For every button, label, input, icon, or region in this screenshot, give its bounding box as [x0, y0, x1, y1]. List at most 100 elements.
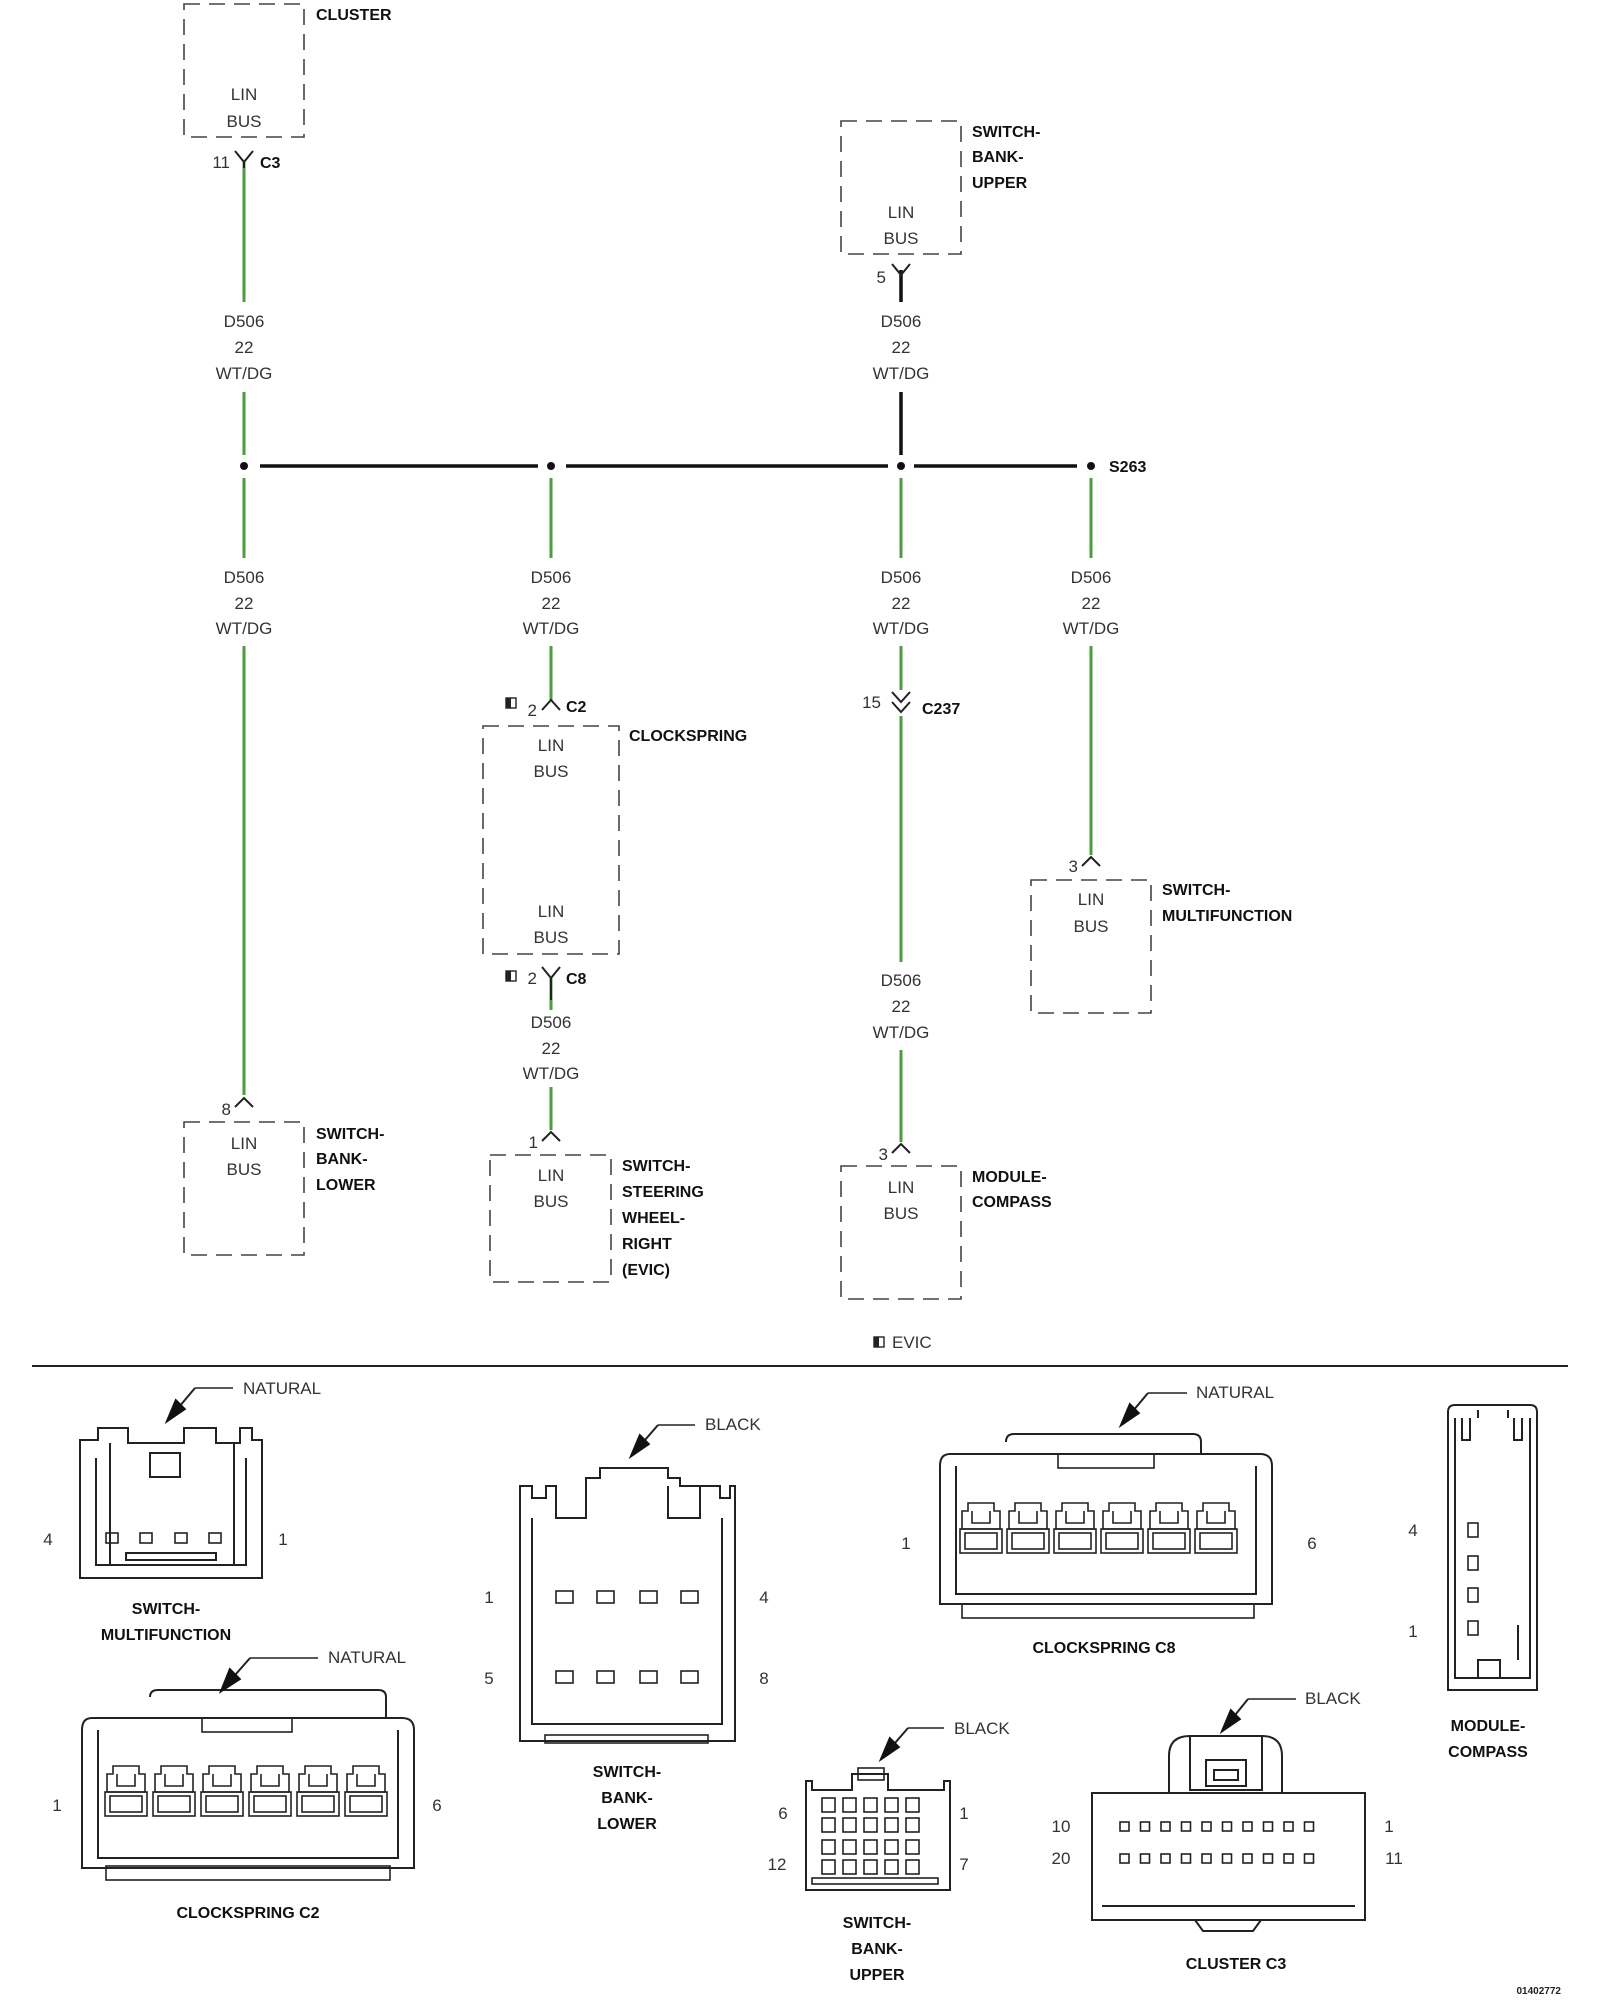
wire-color: WT/DG — [873, 1023, 930, 1042]
wire-labels: D506 22 WT/DG D506 22 WT/DG D506 22 WT/D… — [216, 312, 1120, 1083]
cl-c3-pin — [1160, 1853, 1171, 1864]
smf-lin: LIN — [1078, 890, 1104, 909]
ssw-label-3: WHEEL- — [622, 1210, 685, 1227]
smf-pin: 3 — [1069, 857, 1078, 876]
cl-c3-view-color: BLACK — [1305, 1689, 1361, 1708]
cl-c3-view-p11: 11 — [1385, 1849, 1403, 1868]
cl-c3-pin — [1201, 1821, 1212, 1832]
sbu-view-title-2: BANK- — [851, 1941, 903, 1958]
smf-view-pin-right: 1 — [278, 1530, 287, 1549]
wire-circuit: D506 — [1071, 568, 1112, 587]
wire-circuit: D506 — [224, 568, 265, 587]
cl-c3-pin — [1119, 1853, 1130, 1864]
cavity — [959, 1502, 1003, 1554]
ssw-pin: 1 — [529, 1133, 538, 1152]
mc-view-p1: 1 — [1408, 1622, 1417, 1641]
wire-circuit: D506 — [881, 312, 922, 331]
c8-pin: 2 — [528, 969, 537, 988]
cavity — [344, 1765, 388, 1817]
cavity — [296, 1765, 340, 1817]
connector-symbols: 11 C3 5 2 C2 2 C8 15 C237 3 8 1 3 — [212, 150, 1101, 1164]
wire-gauge: 22 — [892, 594, 911, 613]
view-switch-multifunction: NATURAL 4 1 SWITCH- MULTIFUNCTION — [43, 1379, 321, 1644]
cavity — [1006, 1502, 1050, 1554]
c237-label: C237 — [922, 701, 960, 718]
cs-c2-view-color: NATURAL — [328, 1648, 406, 1667]
cl-c3-pin — [1303, 1821, 1315, 1832]
sbl-view-p8: 8 — [759, 1669, 768, 1688]
cl-c3-pin — [1221, 1853, 1233, 1864]
cl-c3-view-p20: 20 — [1052, 1849, 1071, 1868]
cavity — [1147, 1502, 1191, 1554]
wire-color: WT/DG — [873, 364, 930, 383]
cl-c3-pin — [1180, 1853, 1192, 1864]
cs-c2-view-pin-right: 6 — [432, 1796, 441, 1815]
cavity — [152, 1765, 196, 1817]
cluster-label: CLUSTER — [316, 7, 392, 24]
cs-lin-1: LIN — [538, 736, 564, 755]
sbu-view-p12: 12 — [768, 1855, 787, 1874]
wire-circuit: D506 — [881, 568, 922, 587]
cavity — [1194, 1502, 1238, 1554]
wire-circuit: D506 — [531, 1013, 572, 1032]
wire-color: WT/DG — [873, 619, 930, 638]
sbl-bus: BUS — [227, 1160, 262, 1179]
cs-bus-2: BUS — [534, 928, 569, 947]
ssw-lin: LIN — [538, 1166, 564, 1185]
wire-gauge: 22 — [542, 594, 561, 613]
cl-c3-view-p1: 1 — [1384, 1817, 1393, 1836]
mc-view-title-2: COMPASS — [1448, 1744, 1528, 1761]
ssw-bus: BUS — [534, 1192, 569, 1211]
cs-c8-view-title: CLOCKSPRING C8 — [1032, 1640, 1175, 1657]
wire-gauge: 22 — [892, 997, 911, 1016]
cluster-bus: BUS — [227, 112, 262, 131]
view-switch-bank-upper: BLACK 6 1 12 7 SWITCH- BANK- UPPER — [768, 1719, 1011, 1984]
ssw-label-2: STEERING — [622, 1184, 704, 1201]
ssw-label-4: RIGHT — [622, 1236, 672, 1253]
view-clockspring-c2: NATURAL 1 6 CLOCKSPRING C2 — [52, 1648, 441, 1922]
cl-c3-pin — [1262, 1821, 1274, 1832]
clockspring-component: CLOCKSPRING LIN BUS LIN BUS — [482, 725, 747, 955]
cluster-component: CLUSTER LIN BUS — [183, 3, 392, 138]
cluster-lin: LIN — [231, 85, 257, 104]
sbu-view-color: BLACK — [954, 1719, 1010, 1738]
sbu-view-p1: 1 — [959, 1804, 968, 1823]
sbu-pin: 5 — [877, 268, 886, 287]
smf-label-2: MULTIFUNCTION — [1162, 908, 1292, 925]
wire-gauge: 22 — [235, 338, 254, 357]
cs-c8-view-pin-left: 1 — [901, 1534, 910, 1553]
cs-c8-view-color: NATURAL — [1196, 1383, 1274, 1402]
cl-c3-pin — [1283, 1821, 1294, 1832]
sbl-view-title-3: LOWER — [597, 1816, 657, 1833]
view-clockspring-c8: NATURAL 1 6 CLOCKSPRING C8 — [901, 1383, 1316, 1657]
sbu-view-title-3: UPPER — [849, 1967, 905, 1984]
cs-bus-1: BUS — [534, 762, 569, 781]
sbl-label-3: LOWER — [316, 1177, 376, 1194]
cs-c2-view-pin-left: 1 — [52, 1796, 61, 1815]
sbl-lin: LIN — [231, 1134, 257, 1153]
wire-circuit: D506 — [224, 312, 265, 331]
wires — [240, 162, 1095, 1142]
smf-bus: BUS — [1074, 917, 1109, 936]
cavity — [104, 1765, 148, 1817]
sbl-view-p4: 4 — [759, 1588, 768, 1607]
wire-gauge: 22 — [542, 1039, 561, 1058]
module-compass-component: MODULE- COMPASS LIN BUS — [840, 1165, 1052, 1300]
c3-pin: 11 — [212, 153, 230, 172]
smf-view-title-2: MULTIFUNCTION — [101, 1627, 231, 1644]
sbl-view-title-1: SWITCH- — [593, 1764, 661, 1781]
cavity — [248, 1765, 292, 1817]
cl-c3-pin — [1119, 1821, 1130, 1832]
mc-view-title-1: MODULE- — [1451, 1718, 1526, 1735]
figure-id: 01402772 — [1517, 1986, 1562, 1997]
mc-view-p4: 4 — [1408, 1521, 1417, 1540]
cl-c3-pin — [1180, 1821, 1192, 1832]
cl-c3-pin — [1303, 1853, 1315, 1864]
mc-label-1: MODULE- — [972, 1169, 1047, 1186]
cl-c3-pin — [1160, 1821, 1171, 1832]
c237-pin: 15 — [862, 693, 881, 712]
cl-c3-pin — [1242, 1821, 1253, 1832]
sbl-label-1: SWITCH- — [316, 1126, 384, 1143]
mc-bus: BUS — [884, 1204, 919, 1223]
sbu-view-p7: 7 — [959, 1855, 968, 1874]
